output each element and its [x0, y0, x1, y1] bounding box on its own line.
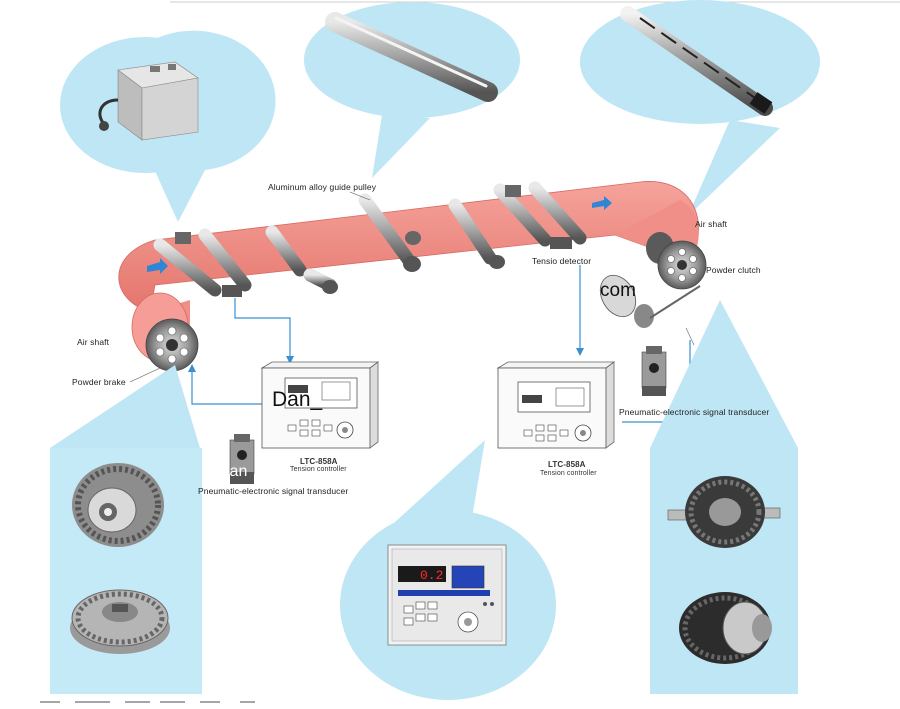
- guide-rollers: [153, 181, 587, 297]
- label-guide-pulley: Aluminum alloy guide pulley: [268, 182, 377, 192]
- air-shaft-photo: [620, 6, 773, 116]
- label-transducer-right: Pneumatic-electronic signal transducer: [619, 407, 770, 417]
- controller-left-model: LTC-858A: [300, 457, 338, 466]
- label-tension-detector: Tensio detector: [532, 256, 592, 266]
- clutch-photo-panel: [650, 300, 798, 694]
- powder-clutch-photo-1: [667, 476, 781, 548]
- controller-photo: 0.2: [387, 544, 507, 646]
- powder-clutch-unit: [599, 232, 707, 328]
- transducer-left-unit: [229, 434, 255, 484]
- controller-display-value: 0.2: [420, 568, 443, 583]
- label-transducer-left: Pneumatic-electronic signal transducer: [198, 486, 349, 496]
- controller-left-name: Tension controller: [290, 466, 347, 473]
- controller-right-model: LTC-858A: [548, 460, 586, 469]
- bubble-guide-pulley: [304, 2, 520, 178]
- watermark-3: ian: [226, 463, 248, 480]
- powder-clutch-photo-2: [679, 592, 772, 664]
- watermark-1: Dan_: [272, 388, 323, 411]
- transducer-right-unit: [641, 346, 667, 396]
- bubble-tension-detector: [60, 30, 276, 222]
- controller-photo-bubble: 0.2: [340, 440, 556, 700]
- direction-arrow-right: [592, 196, 612, 210]
- guide-pulley-tube: [325, 12, 498, 102]
- powder-brake-photo-2: [70, 589, 170, 654]
- belt-detector-small-left: [175, 232, 191, 244]
- tension-detector-unit: [98, 61, 199, 141]
- label-powder-brake: Powder brake: [72, 377, 126, 387]
- belt-detector-left: [222, 285, 242, 297]
- label-powder-clutch: Powder clutch: [706, 265, 761, 275]
- powder-brake-photo-1: [72, 463, 164, 547]
- powder-brake-unit: [145, 318, 199, 372]
- belt-detector-small-right: [505, 185, 521, 197]
- label-air-shaft-left: Air shaft: [77, 337, 110, 347]
- controller-right-name: Tension controller: [540, 470, 597, 477]
- leader-clutch: [685, 327, 695, 346]
- label-air-shaft-right: Air shaft: [695, 219, 728, 229]
- direction-arrow-left: [147, 258, 168, 274]
- belt-detector-right: [550, 237, 572, 249]
- brake-photo-panel: [50, 365, 202, 694]
- bubble-air-shaft: [580, 0, 820, 216]
- watermark-2: com: [600, 280, 636, 301]
- tension-controller-right: [496, 361, 616, 449]
- tension-controller-left: [260, 361, 380, 449]
